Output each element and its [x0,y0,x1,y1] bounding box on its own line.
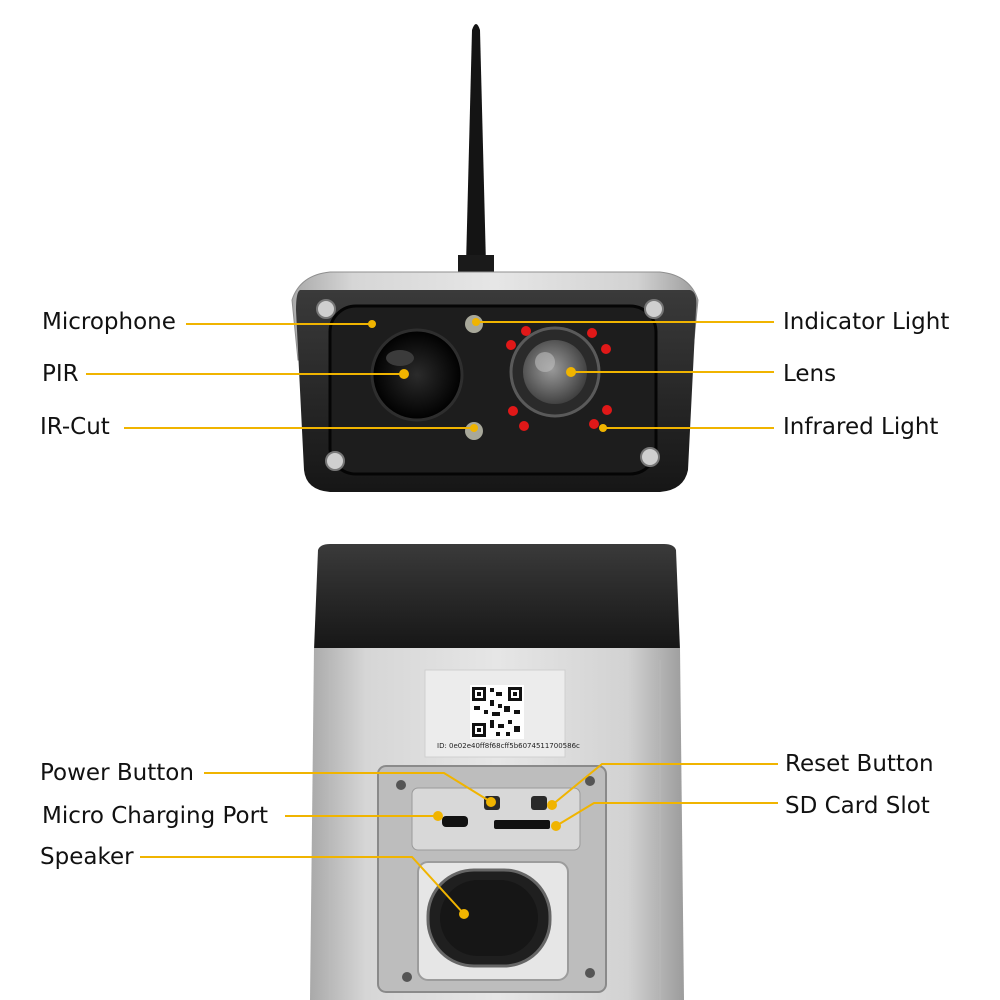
label-reset-button: Reset Button [785,751,934,777]
label-lens: Lens [783,361,837,387]
dot-speaker [459,909,469,919]
qr-code [470,685,524,739]
label-pir: PIR [42,361,79,387]
dot-sd-card-slot [551,821,561,831]
screw-top-left [316,299,336,319]
label-ir-cut: IR-Cut [40,414,110,440]
housing-cap [314,544,680,650]
label-micro-charging-port: Micro Charging Port [42,803,269,829]
dot-power-button [486,797,496,807]
bottom-view: ID: 0e02e40ff8f68cff5b6074511700586c [140,544,778,1000]
panel-screw [585,776,595,786]
antenna-base [458,255,494,273]
panel-screw [585,968,595,978]
label-sd-card-slot: SD Card Slot [785,793,930,819]
label-infrared-light: Infrared Light [783,414,939,440]
dot-indicator-light [472,318,480,326]
ir-led [506,340,516,350]
bottom-leader-lines [140,763,778,915]
label-power-button: Power Button [40,760,194,786]
speaker-cone-inner [440,880,538,956]
leader-speaker [140,856,465,915]
housing-texture [329,660,661,1000]
dot-lens [566,367,576,377]
sticker-id: ID: 0e02e40ff8f68cff5b6074511700586c [437,742,580,750]
dot-microphone [368,320,376,328]
front-leader-lines [86,321,774,429]
lens-highlight [535,352,555,372]
panel-screw [402,972,412,982]
ir-led [589,419,599,429]
micro-usb-port [442,816,468,827]
dot-ir-cut [470,424,478,432]
ir-led [602,405,612,415]
ir-led [587,328,597,338]
label-speaker: Speaker [40,844,134,870]
screw-bottom-right [640,447,660,467]
leader-power-button [204,772,492,803]
label-indicator-light: Indicator Light [783,309,950,335]
dot-micro-charging-port [433,811,443,821]
ir-led [519,421,529,431]
sd-card-slot [494,820,550,829]
leader-reset-button [551,763,778,806]
front-leader-dots [368,318,607,432]
reset-button [531,796,547,810]
dot-reset-button [547,800,557,810]
antenna [466,24,486,265]
dot-infrared-light [599,424,607,432]
label-microphone: Microphone [42,309,176,335]
leader-sd-card-slot [555,802,778,827]
dot-pir [399,369,409,379]
ir-led [521,326,531,336]
pir-highlight [386,350,414,366]
front-view [86,24,774,492]
panel-screw [396,780,406,790]
ir-led [601,344,611,354]
bottom-leader-dots [433,797,561,919]
infrared-leds [506,326,612,431]
screw-top-right [644,299,664,319]
screw-bottom-left [325,451,345,471]
ir-led [508,406,518,416]
